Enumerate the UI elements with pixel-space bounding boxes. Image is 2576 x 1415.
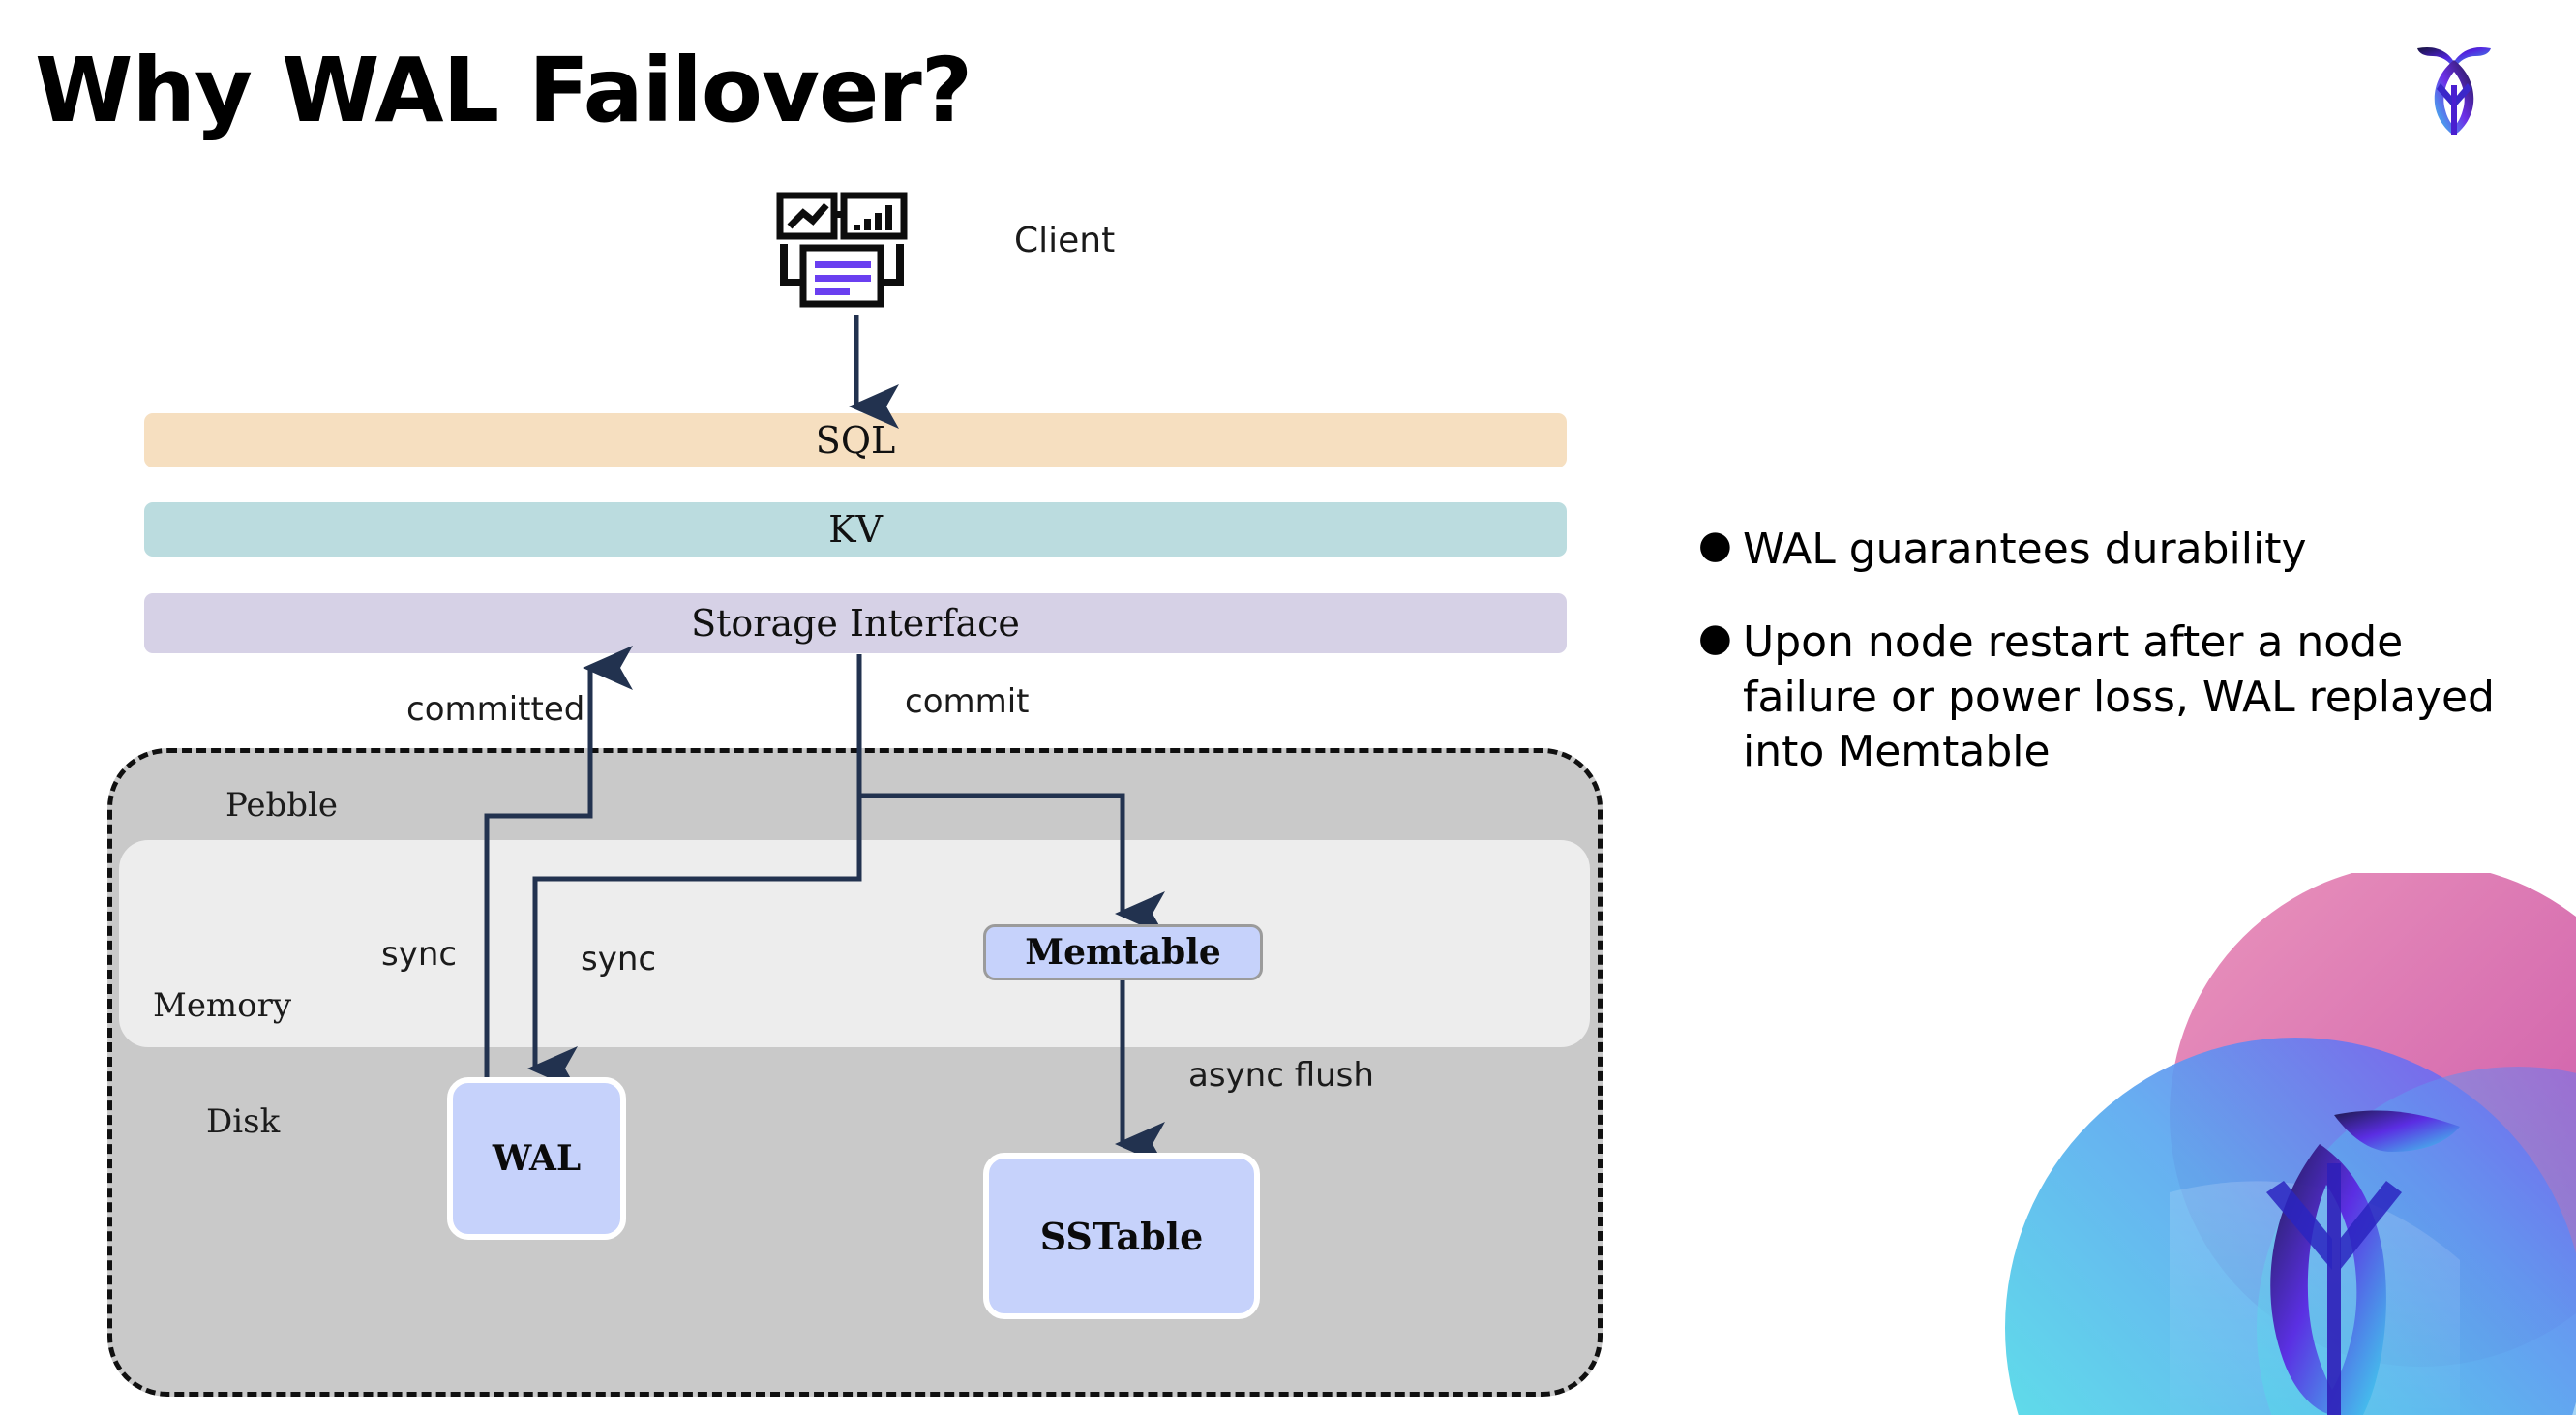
layer-bar-storage-label: Storage Interface: [691, 602, 1020, 645]
layer-bar-kv[interactable]: KV: [144, 502, 1567, 557]
page-title: Why WAL Failover?: [35, 39, 973, 142]
bullet-marker-icon: ●: [1698, 523, 1732, 567]
bullet-text: Upon node restart after a node failure o…: [1743, 617, 2495, 776]
layer-bar-storage-interface[interactable]: Storage Interface: [144, 593, 1567, 653]
edge-label-sync-2: sync: [581, 940, 657, 978]
bullet-list: ● WAL guarantees durability ● Upon node …: [1698, 523, 2521, 818]
edge-label-commit: commit: [905, 682, 1030, 721]
disk-label: Disk: [206, 1102, 281, 1141]
edge-label-sync-1: sync: [381, 935, 458, 974]
node-memtable[interactable]: Memtable: [983, 924, 1263, 980]
node-sstable[interactable]: SSTable: [983, 1153, 1260, 1319]
diagram-connectors: [484, 315, 1165, 1167]
architecture-diagram: Client SQL KV Storage Interface Pebble M…: [107, 192, 1603, 1397]
node-wal[interactable]: WAL: [447, 1077, 626, 1240]
layer-bar-kv-label: KV: [828, 508, 883, 551]
client-dashboard-icon: [776, 192, 908, 308]
node-memtable-label: Memtable: [1025, 932, 1221, 973]
edge-label-committed: committed: [406, 690, 585, 729]
edge-label-async-flush: async flush: [1188, 1056, 1374, 1095]
node-sstable-label: SSTable: [1039, 1214, 1204, 1258]
list-item: ● WAL guarantees durability: [1698, 523, 2521, 577]
node-wal-label: WAL: [492, 1138, 582, 1179]
bullet-text: WAL guarantees durability: [1743, 525, 2307, 574]
cockroachdb-watermark-icon: [2005, 873, 2576, 1415]
pebble-label: Pebble: [225, 786, 338, 825]
cockroachdb-logo-icon: [2417, 46, 2491, 135]
memory-zone: [119, 840, 1590, 1047]
bullet-marker-icon: ●: [1698, 616, 1732, 661]
client-label: Client: [1014, 221, 1116, 260]
list-item: ● Upon node restart after a node failure…: [1698, 616, 2521, 779]
memory-label: Memory: [153, 986, 292, 1025]
